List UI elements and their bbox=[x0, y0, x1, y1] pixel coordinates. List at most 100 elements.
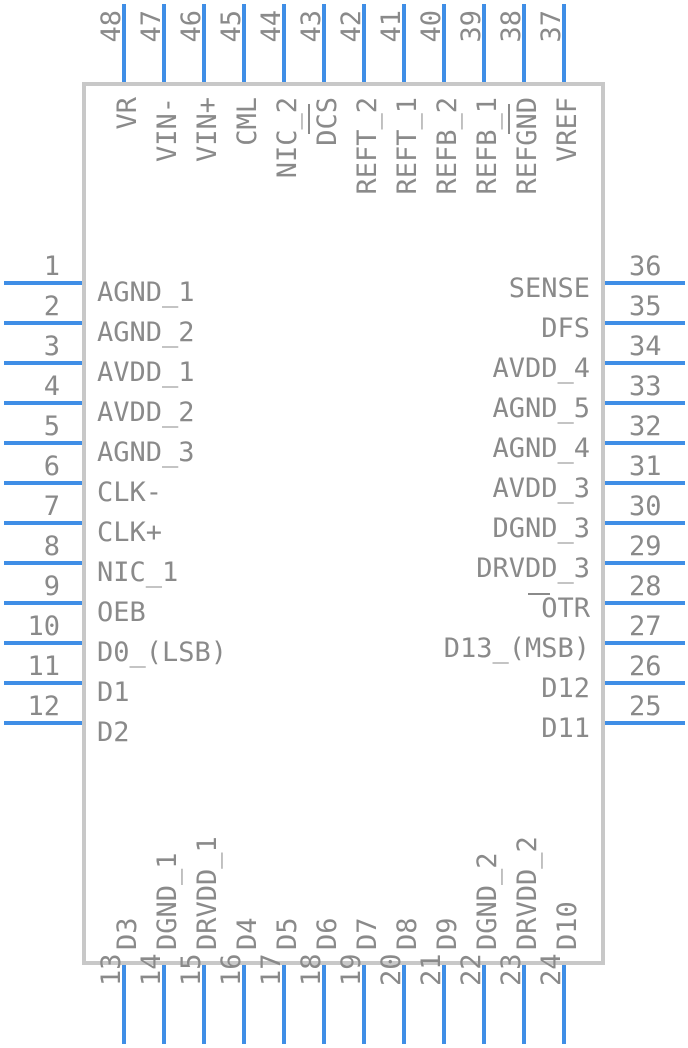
pin-7-label: CLK+ bbox=[97, 517, 162, 548]
pin-40-number: 40 bbox=[416, 10, 447, 43]
pin-34-label: AVDD_4 bbox=[492, 353, 590, 384]
pin-35-label: DFS bbox=[541, 313, 590, 344]
pin-41-label: REFT_1 bbox=[392, 97, 423, 195]
pin-3-label: AVDD_1 bbox=[97, 357, 195, 388]
pin-30-label: DGND_3 bbox=[492, 513, 590, 544]
pin-39-number: 39 bbox=[456, 10, 487, 43]
pin-26-label: D12 bbox=[541, 673, 590, 704]
pin-44-label: NIC_2 bbox=[272, 97, 303, 178]
pin-46-number: 46 bbox=[176, 10, 207, 43]
pin-37-number: 37 bbox=[536, 10, 567, 43]
pin-43-label: DCS bbox=[312, 97, 343, 146]
pin-18-number: 18 bbox=[296, 953, 327, 986]
pin-11-label: D1 bbox=[97, 677, 130, 708]
pin-20-label: D8 bbox=[392, 917, 423, 950]
pin-15-number: 15 bbox=[176, 953, 207, 986]
pin-18-label: D6 bbox=[312, 917, 343, 950]
pin-4-number: 4 bbox=[44, 371, 60, 402]
pin-17-number: 17 bbox=[256, 953, 287, 986]
pin-26-number: 26 bbox=[629, 651, 662, 682]
pin-8-label: NIC_1 bbox=[97, 557, 178, 588]
pin-9-number: 9 bbox=[44, 571, 60, 602]
pin-3-number: 3 bbox=[44, 331, 60, 362]
pin-47-label: VIN- bbox=[152, 97, 183, 162]
pin-23-number: 23 bbox=[496, 953, 527, 986]
pin-10-number: 10 bbox=[27, 611, 60, 642]
pin-2-label: AGND_2 bbox=[97, 317, 195, 348]
pin-27-label: D13_(MSB) bbox=[444, 633, 590, 664]
pin-20-number: 20 bbox=[376, 953, 407, 986]
pin-9-label: OEB bbox=[97, 597, 146, 628]
pin-21-number: 21 bbox=[416, 953, 447, 986]
pin-14-number: 14 bbox=[136, 953, 167, 986]
pin-25-label: D11 bbox=[541, 713, 590, 744]
pin-44-number: 44 bbox=[256, 10, 287, 43]
pin-7-number: 7 bbox=[44, 491, 60, 522]
pin-29-label: DRVDD_3 bbox=[476, 553, 590, 584]
pin-43-number: 43 bbox=[296, 10, 327, 43]
pin-24-number: 24 bbox=[536, 953, 567, 986]
pin-42-number: 42 bbox=[336, 10, 367, 43]
pin-38-label: REFGND bbox=[512, 97, 543, 195]
pin-33-label: AGND_5 bbox=[492, 393, 590, 424]
pin-29-number: 29 bbox=[629, 531, 662, 562]
pin-37-label: VREF bbox=[552, 97, 583, 162]
pin-45-number: 45 bbox=[216, 10, 247, 43]
pin-1-label: AGND_1 bbox=[97, 277, 195, 308]
chip-body bbox=[82, 82, 605, 965]
pin-5-label: AGND_3 bbox=[97, 437, 195, 468]
pin-24-label: D10 bbox=[552, 901, 583, 950]
pin-11-number: 11 bbox=[27, 651, 60, 682]
pin-25-number: 25 bbox=[629, 691, 662, 722]
pin-48-number: 48 bbox=[96, 10, 127, 43]
pin-32-label: AGND_4 bbox=[492, 433, 590, 464]
pin-39-label: REFB_1 bbox=[472, 97, 503, 195]
pin-36-label: SENSE bbox=[509, 273, 590, 304]
pin-48-label: VR bbox=[112, 96, 143, 129]
pin-33-number: 33 bbox=[629, 371, 662, 402]
pin-31-label: AVDD_3 bbox=[492, 473, 590, 504]
pin-27-number: 27 bbox=[629, 611, 662, 642]
pin-14-label: DGND_1 bbox=[152, 852, 183, 950]
pin-40-label: REFB_2 bbox=[432, 97, 463, 195]
pin-46-label: VIN+ bbox=[192, 97, 223, 162]
pin-47-number: 47 bbox=[136, 10, 167, 43]
pin-5-number: 5 bbox=[44, 411, 60, 442]
pin-42-label: REFT_2 bbox=[352, 97, 383, 195]
pin-22-label: DGND_2 bbox=[472, 852, 503, 950]
pin-32-number: 32 bbox=[629, 411, 662, 442]
pin-28-label: OTR bbox=[541, 593, 591, 624]
pin-22-number: 22 bbox=[456, 953, 487, 986]
pin-lines bbox=[4, 4, 685, 1044]
pin-10-label: D0_(LSB) bbox=[97, 637, 227, 668]
pin-17-label: D5 bbox=[272, 917, 303, 950]
pin-34-number: 34 bbox=[629, 331, 662, 362]
pin-15-label: DRVDD_1 bbox=[192, 836, 223, 950]
pin-38-number: 38 bbox=[496, 10, 527, 43]
pin-6-number: 6 bbox=[44, 451, 60, 482]
pin-13-number: 13 bbox=[96, 953, 127, 986]
pin-4-label: AVDD_2 bbox=[97, 397, 195, 428]
pin-45-label: CML bbox=[232, 97, 263, 146]
pin-1-number: 1 bbox=[44, 251, 60, 282]
pin-16-label: D4 bbox=[232, 917, 263, 950]
pin-30-number: 30 bbox=[629, 491, 662, 522]
pin-12-label: D2 bbox=[97, 717, 130, 748]
pin-41-number: 41 bbox=[376, 10, 407, 43]
pin-21-label: D9 bbox=[432, 917, 463, 950]
pin-19-label: D7 bbox=[352, 917, 383, 950]
pin-36-number: 36 bbox=[629, 251, 662, 282]
pin-12-number: 12 bbox=[27, 691, 60, 722]
pin-6-label: CLK- bbox=[97, 477, 162, 508]
pin-31-number: 31 bbox=[629, 451, 662, 482]
pin-13-label: D3 bbox=[112, 917, 143, 950]
pin-8-number: 8 bbox=[44, 531, 60, 562]
pin-2-number: 2 bbox=[44, 291, 60, 322]
pin-16-number: 16 bbox=[216, 953, 247, 986]
pin-23-label: DRVDD_2 bbox=[512, 836, 543, 950]
pin-28-number: 28 bbox=[629, 571, 662, 602]
pin-19-number: 19 bbox=[336, 953, 367, 986]
